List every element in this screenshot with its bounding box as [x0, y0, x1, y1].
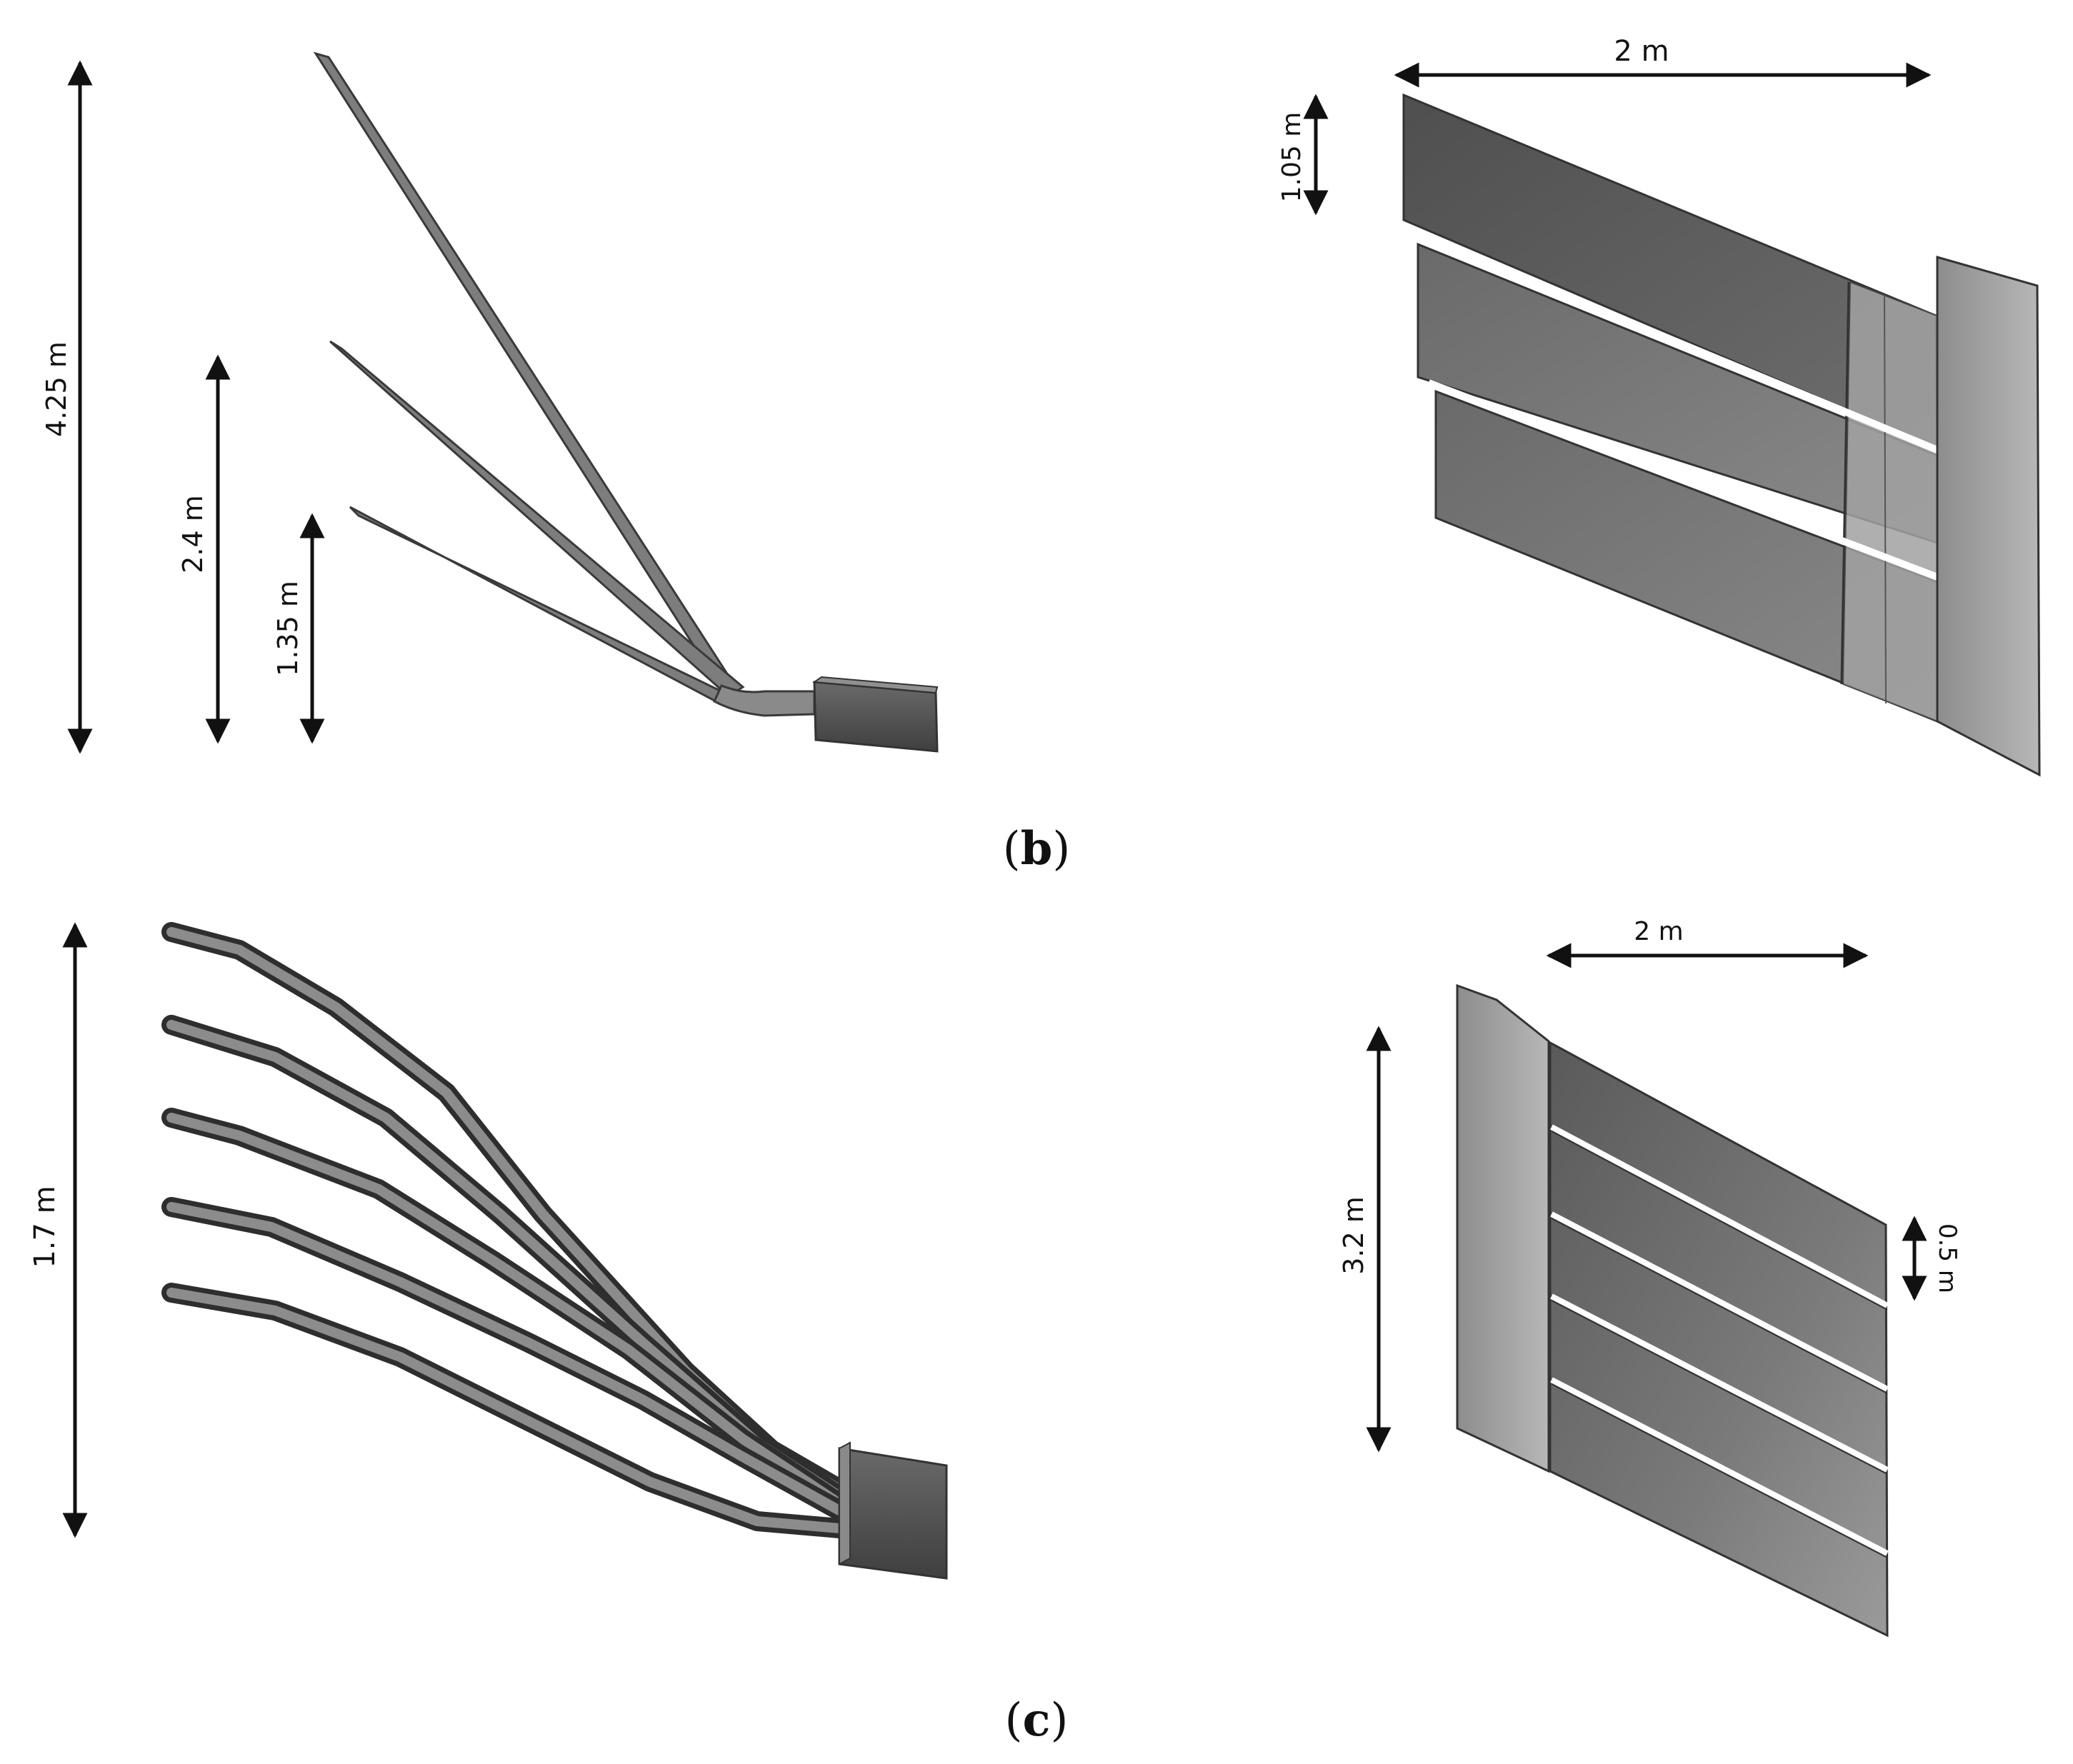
- root-block-top: [812, 676, 939, 694]
- slat-tip-band: [1842, 281, 1938, 723]
- root-panel-c: [1456, 983, 1550, 1473]
- root-block-c: [838, 1447, 948, 1580]
- dim-label-width-c: 2 m: [1634, 917, 1683, 946]
- panel-b-top-view: 2 m 1.05 m: [1277, 35, 2041, 777]
- slat-c-gap-4: [1550, 1377, 1889, 1556]
- slat-c-gap-2: [1550, 1211, 1889, 1392]
- slat-divider-2: [1884, 296, 1887, 704]
- root-panel: [1936, 256, 2041, 777]
- strip-junction: [713, 684, 816, 717]
- panel-c-side-view: 1.7 m: [29, 922, 948, 1580]
- root-block: [813, 681, 939, 753]
- slat-divider-1: [1840, 281, 1850, 685]
- dim-label-middle: 2.4 m: [177, 495, 209, 573]
- slat-gap-2: [1427, 379, 1939, 581]
- dim-label-chord-c: 0.5 m: [1933, 1223, 1962, 1293]
- dim-label-height-c2: 3.2 m: [1338, 1196, 1369, 1275]
- slat-c-gap-3: [1550, 1293, 1889, 1473]
- slat-c-gap-1: [1550, 1124, 1889, 1308]
- dim-label-height-c: 1.7 m: [29, 1186, 61, 1268]
- panel-c-strips: [161, 922, 849, 1538]
- root-block-c-face: [839, 1441, 851, 1565]
- dim-label-chord: 1.05 m: [1277, 112, 1307, 203]
- panel-b-side-view: 4.25 m 2.4 m 1.35 m: [41, 51, 939, 754]
- slat-field: [1549, 1041, 1889, 1638]
- dim-label-total: 4.25 m: [41, 341, 72, 437]
- dim-label-lower: 1.35 m: [272, 581, 304, 676]
- curved-strip-4: [161, 1197, 849, 1520]
- caption-b: (b): [1003, 822, 1071, 876]
- slat-gap-1: [1413, 229, 1939, 453]
- caption-c: (c): [1005, 1693, 1069, 1747]
- strip-lower: [349, 506, 724, 703]
- panel-b-strips: [313, 51, 939, 753]
- panel-c-top-view: 2 m 3.2 m 0.5 m: [1338, 917, 1962, 1638]
- dim-label-width: 2 m: [1614, 35, 1669, 68]
- strip-middle: [329, 340, 745, 698]
